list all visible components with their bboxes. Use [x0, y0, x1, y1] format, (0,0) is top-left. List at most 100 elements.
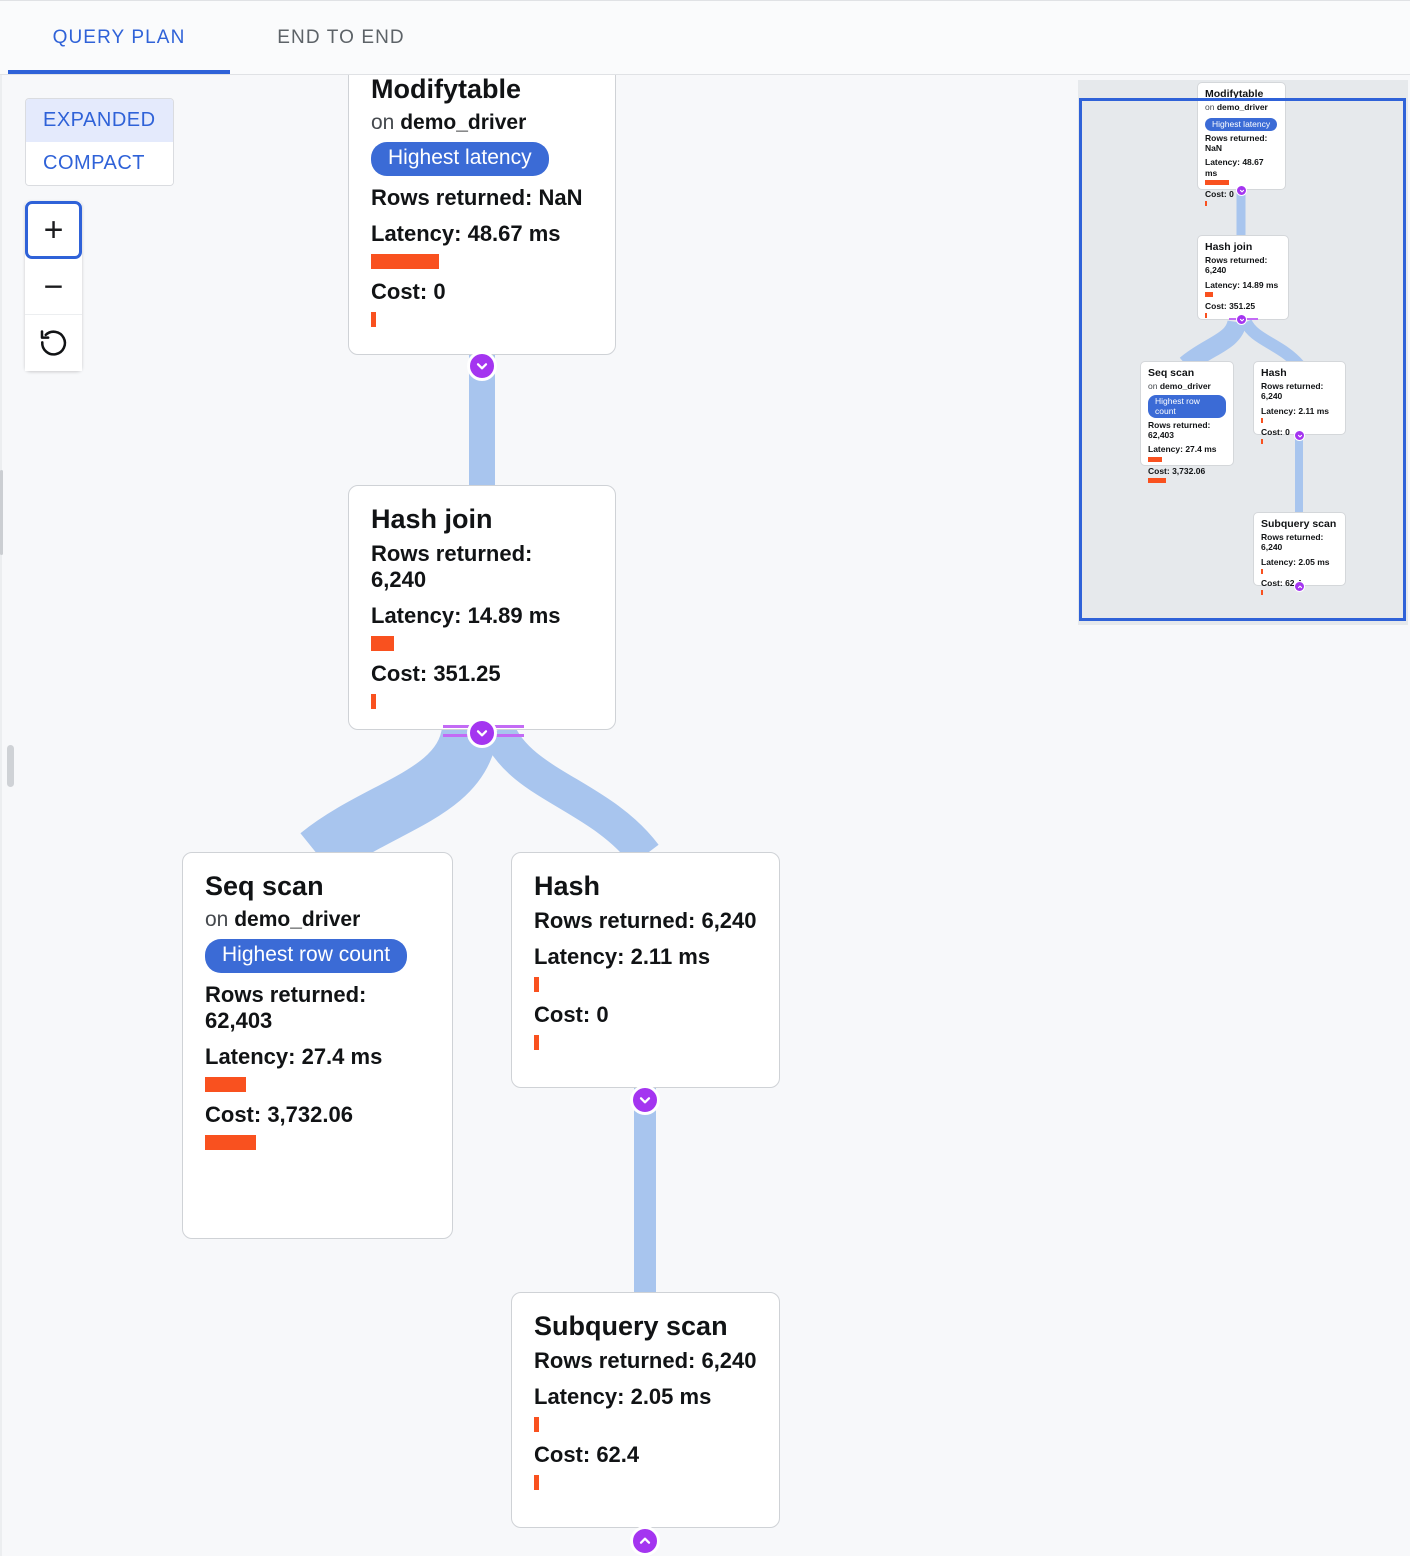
- latency-bar: [1148, 456, 1162, 462]
- node-relation: on demo_driver: [205, 908, 430, 932]
- active-tab-indicator: [8, 70, 230, 74]
- metric-rows-returned: Rows returned: 6,240: [534, 908, 757, 934]
- metric-latency: Latency: 2.11 ms: [534, 944, 711, 970]
- cost-bar: [371, 694, 376, 710]
- node-title: Subquery scan: [534, 1311, 728, 1341]
- metric-rows-returned: Rows returned: NaN: [371, 185, 583, 211]
- metric-latency: Latency: 48.67 ms: [1205, 157, 1264, 178]
- node-relation: on demo_driver: [1148, 381, 1226, 393]
- plan-node-modifytable[interactable]: Modifytable on demo_driver Highest laten…: [348, 75, 616, 355]
- view-mode-toggle-group[interactable]: EXPANDED COMPACT: [25, 98, 174, 186]
- metric-cost: Cost: 0: [1205, 188, 1234, 199]
- metric-rows-returned: Rows returned: 6,240: [371, 541, 533, 593]
- metric-rows-returned: Rows returned: 6,240: [1261, 532, 1324, 553]
- plan-edges: [300, 355, 659, 1300]
- metric-rows-returned: Rows returned: 6,240: [1205, 255, 1268, 276]
- latency-bar: [1205, 291, 1213, 297]
- view-mode-compact-button[interactable]: COMPACT: [26, 142, 173, 185]
- expand-toggle-subquery-scan[interactable]: [630, 1526, 660, 1556]
- node-relation: on demo_driver: [1205, 102, 1278, 114]
- minimap-branch-line-left: [1229, 318, 1241, 320]
- cost-bar: [1261, 589, 1263, 595]
- status-badge: Highest row count: [1148, 395, 1226, 419]
- on-label: on: [205, 908, 229, 932]
- minimap-node-seq-scan[interactable]: Seq scan on demo_driver Highest row coun…: [1140, 361, 1234, 483]
- metric-cost: Cost: 0: [371, 279, 446, 305]
- minimap-expand-toggle-subquery-scan[interactable]: [1294, 581, 1305, 592]
- latency-bar: [1261, 417, 1263, 423]
- cost-bar: [371, 312, 376, 328]
- query-plan-canvas[interactable]: EXPANDED COMPACT + − Modif: [0, 75, 1410, 1556]
- node-title: Modifytable: [1205, 88, 1264, 100]
- metric-cost: Cost: 351.25: [371, 661, 501, 687]
- latency-bar: [1261, 568, 1263, 574]
- minimap[interactable]: Modifytable on demo_driver Highest laten…: [1078, 80, 1408, 625]
- on-label: on: [1205, 102, 1215, 113]
- minimap-collapse-toggle-modifytable[interactable]: [1236, 185, 1247, 196]
- plan-node-seq-scan[interactable]: Seq scan on demo_driver Highest row coun…: [182, 852, 453, 1239]
- vertical-scrollbar-thumb-secondary[interactable]: [0, 470, 3, 555]
- minimap-viewport-rect[interactable]: [1079, 98, 1406, 621]
- tab-end-to-end[interactable]: END TO END: [277, 27, 405, 48]
- vertical-scrollbar-thumb[interactable]: [7, 745, 14, 787]
- minimap-collapse-toggle-hash-join[interactable]: [1236, 314, 1247, 325]
- metric-latency: Latency: 2.05 ms: [1261, 556, 1330, 567]
- vertical-scrollbar-track[interactable]: [0, 75, 2, 1556]
- zoom-reset-button[interactable]: [25, 315, 82, 371]
- metric-latency: Latency: 2.05 ms: [534, 1384, 712, 1410]
- minimap-node-subquery-scan[interactable]: Subquery scan Rows returned: 6,240 Laten…: [1253, 512, 1346, 595]
- cost-bar: [1261, 438, 1263, 444]
- node-relation: on demo_driver: [371, 111, 593, 135]
- status-badge: Highest row count: [205, 939, 408, 974]
- metric-cost: Cost: 62.4: [1261, 577, 1302, 588]
- cost-bar: [534, 1475, 539, 1491]
- status-badge: Highest latency: [1205, 118, 1278, 132]
- view-mode-expanded-button[interactable]: EXPANDED: [26, 99, 173, 142]
- zoom-in-button[interactable]: +: [25, 201, 82, 259]
- plan-node-subquery-scan[interactable]: Subquery scan Rows returned: 6,240 Laten…: [511, 1292, 780, 1528]
- cost-bar: [1205, 200, 1207, 206]
- zoom-controls[interactable]: + −: [25, 201, 82, 371]
- cost-bar: [1148, 477, 1166, 483]
- relation-name: demo_driver: [1159, 381, 1211, 392]
- metric-latency: Latency: 27.4 ms: [205, 1044, 383, 1070]
- latency-bar: [534, 977, 539, 993]
- metric-rows-returned: Rows returned: 6,240: [534, 1348, 757, 1374]
- metric-latency: Latency: 27.4 ms: [1148, 444, 1217, 455]
- node-title: Seq scan: [1148, 367, 1195, 379]
- metric-latency: Latency: 14.89 ms: [1205, 279, 1279, 290]
- metric-rows-returned: Rows returned: 6,240: [1261, 381, 1324, 402]
- minimap-node-hash-join[interactable]: Hash join Rows returned: 6,240 Latency: …: [1197, 235, 1289, 320]
- plan-node-hash[interactable]: Hash Rows returned: 6,240 Latency: 2.11 …: [511, 852, 780, 1088]
- metric-cost: Cost: 62.4: [534, 1442, 640, 1468]
- branch-line-left-bottom: [443, 734, 477, 737]
- branch-line-left-top: [443, 725, 477, 728]
- relation-name: demo_driver: [400, 111, 527, 135]
- zoom-out-button[interactable]: −: [25, 259, 82, 315]
- node-title: Hash join: [371, 504, 493, 534]
- branch-line-right-top: [490, 725, 524, 728]
- latency-bar: [205, 1077, 246, 1093]
- metric-cost: Cost: 0: [1261, 426, 1290, 437]
- tab-query-plan[interactable]: QUERY PLAN: [52, 27, 186, 48]
- reset-rotate-icon: [38, 327, 70, 359]
- cost-bar: [534, 1035, 539, 1051]
- minimap-collapse-toggle-hash[interactable]: [1294, 430, 1305, 441]
- node-title: Modifytable: [371, 75, 522, 104]
- node-title: Subquery scan: [1261, 518, 1337, 530]
- cost-bar: [1205, 312, 1207, 318]
- minus-icon: −: [43, 267, 64, 306]
- metric-cost: Cost: 351.25: [1205, 300, 1256, 311]
- collapse-toggle-hash[interactable]: [630, 1085, 660, 1115]
- collapse-toggle-hash-join[interactable]: [467, 718, 497, 748]
- cost-bar: [205, 1135, 256, 1151]
- branch-line-right-bottom: [490, 734, 524, 737]
- latency-bar: [371, 636, 394, 652]
- node-title: Hash: [1261, 367, 1287, 379]
- latency-bar: [1205, 179, 1229, 185]
- collapse-toggle-modifytable[interactable]: [467, 351, 497, 381]
- minimap-edges: [1179, 190, 1304, 517]
- plan-node-hash-join[interactable]: Hash join Rows returned: 6,240 Latency: …: [348, 485, 616, 730]
- latency-bar: [534, 1417, 539, 1433]
- plus-icon: +: [43, 211, 64, 249]
